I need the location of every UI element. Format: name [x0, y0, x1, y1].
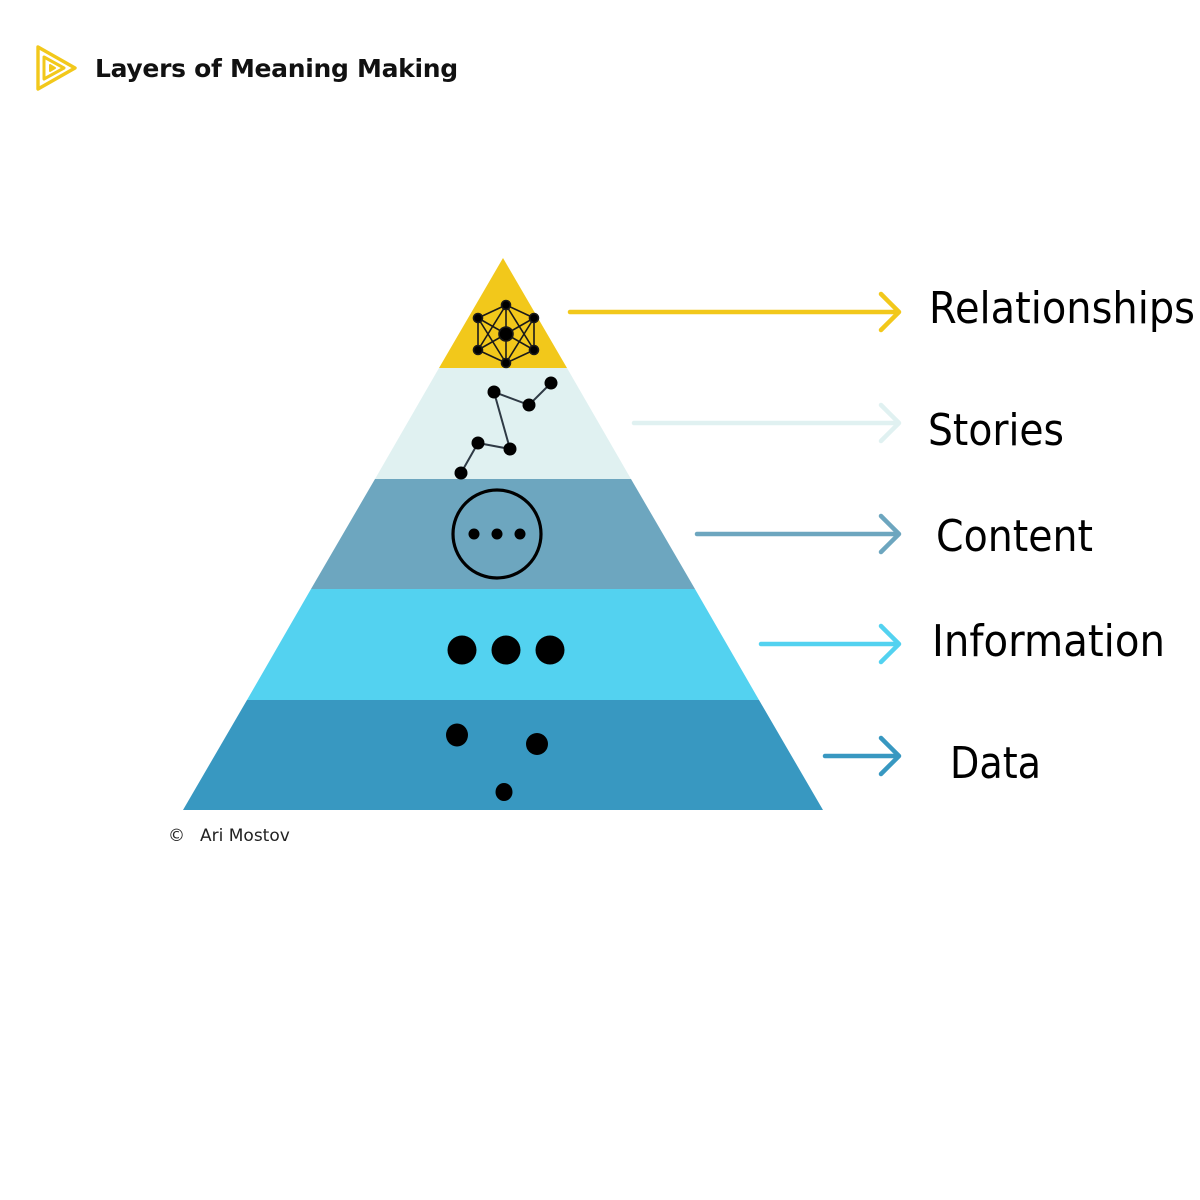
label-content: Content [936, 511, 1093, 562]
header: Layers of Meaning Making [34, 44, 458, 92]
layer-arrows [567, 291, 902, 777]
author-name: Ari Mostov [200, 826, 290, 846]
arrow-stories [631, 402, 902, 444]
network-mesh-icon [472, 299, 540, 369]
label-stories: Stories [928, 405, 1064, 456]
three-dots-icon [447, 635, 565, 665]
layer-data [183, 700, 823, 810]
triangle-play-logo-icon [36, 45, 77, 91]
arrow-content [694, 513, 902, 555]
constellation-path-icon [454, 376, 558, 480]
arrow-information [758, 623, 902, 665]
arrow-relationships [567, 291, 902, 333]
label-information: Information [932, 616, 1165, 667]
pyramid-layers [183, 258, 823, 810]
scattered-dots-icon [446, 723, 548, 801]
label-data: Data [950, 738, 1041, 789]
copyright-symbol: © [168, 826, 185, 846]
copyright-credit: © Ari Mostov [168, 826, 290, 846]
label-relationships: Relationships [929, 283, 1195, 334]
layer-relationships [439, 258, 567, 368]
arrow-data [822, 735, 902, 777]
layer-content [311, 479, 695, 589]
page-title: Layers of Meaning Making [95, 53, 458, 83]
layer-labels: Relationships Stories Content Informatio… [928, 283, 1195, 789]
circled-ellipsis-icon [451, 488, 543, 580]
